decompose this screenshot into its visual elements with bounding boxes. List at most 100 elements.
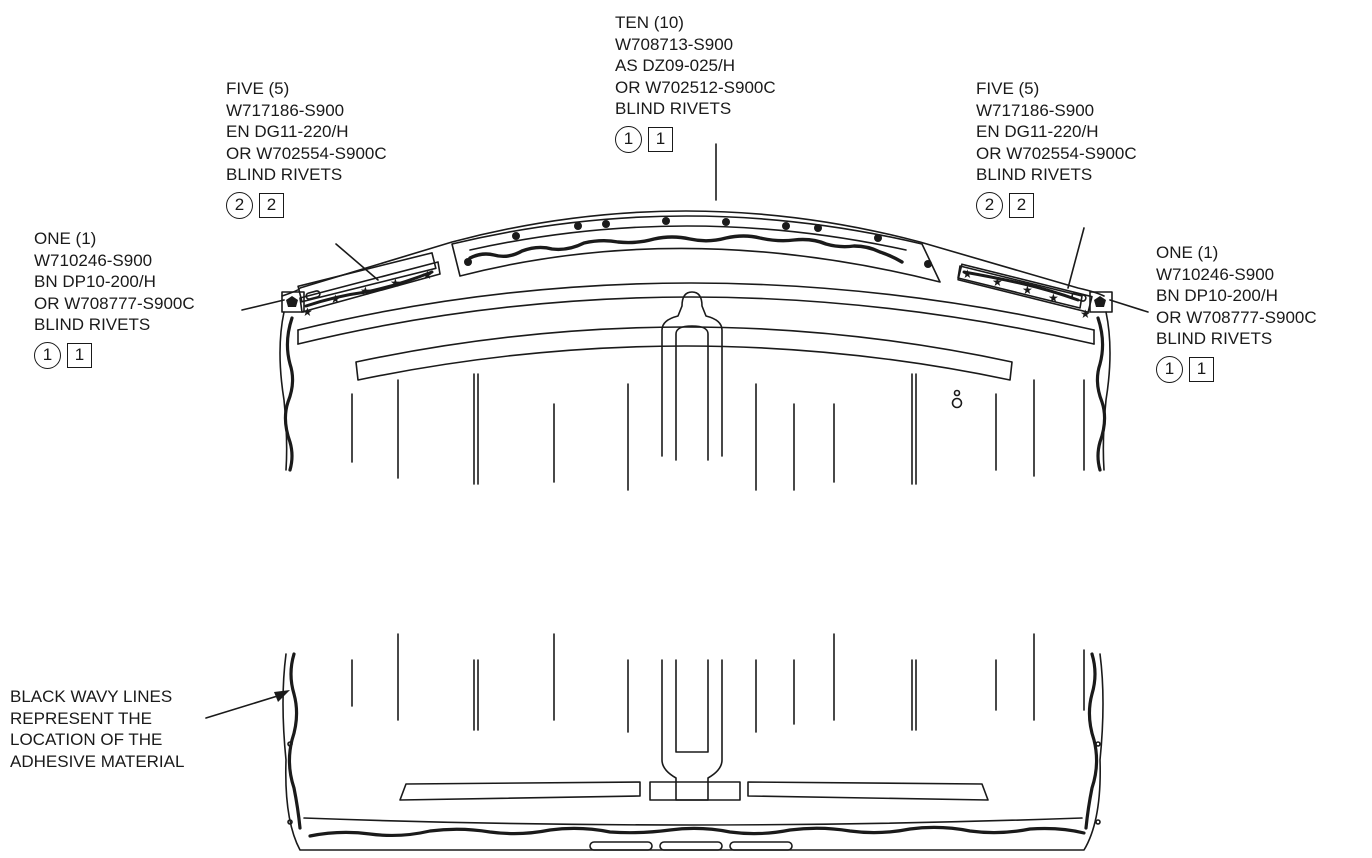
square-reference: 1 [648, 126, 673, 152]
callout-upper-right: FIVE (5) W717186-S900 EN DG11-220/H OR W… [976, 78, 1137, 219]
callout-left: ONE (1) W710246-S900 BN DP10-200/H OR W7… [34, 228, 195, 369]
svg-text:★: ★ [302, 305, 313, 319]
leader-upper-left [335, 243, 379, 281]
square-reference: 2 [1009, 192, 1034, 218]
reference-marks: 1 1 [34, 341, 195, 369]
roof-front-inner-edge [297, 282, 1095, 331]
right-edge-lower-adhesive [1084, 652, 1099, 830]
callout-line: OR W702554-S900C [976, 143, 1137, 163]
left-edge-upper [279, 311, 288, 471]
svg-text:★: ★ [330, 292, 341, 306]
callout-line: EN DG11-220/H [976, 122, 1099, 141]
rear-slot-3 [729, 841, 793, 851]
svg-text:★: ★ [360, 284, 371, 298]
callout-line: BLIND RIVETS [34, 315, 151, 334]
roof-bow-channel [355, 326, 1013, 381]
callout-line: OR W708777-S900C [34, 293, 195, 313]
upper-rib-lines [351, 373, 1085, 491]
svg-text:★: ★ [962, 267, 973, 281]
left-side-bracket [299, 261, 441, 313]
right-star-rivets: ★ ★ ★ ★ ★ [962, 267, 1091, 321]
reference-marks: 2 2 [976, 191, 1137, 219]
leader-upper-right [1067, 227, 1085, 289]
callout-line: ONE (1) [34, 229, 97, 248]
leader-left [241, 299, 285, 311]
left-side-hole-2 [287, 819, 293, 825]
right-edge-upper [1102, 311, 1111, 471]
callout-line: BLIND RIVETS [976, 165, 1093, 184]
lower-rib-lines [351, 633, 1085, 733]
left-edge-upper-adhesive [283, 316, 295, 472]
square-reference: 1 [67, 342, 92, 368]
center-header-inner [469, 225, 907, 251]
rear-adhesive-wave [308, 825, 1086, 838]
leader-adhesive [205, 693, 285, 719]
reference-marks: 1 1 [1156, 355, 1317, 383]
svg-text:★: ★ [1048, 291, 1059, 305]
svg-text:★: ★ [422, 268, 433, 282]
callout-line: BLIND RIVETS [226, 165, 343, 184]
svg-text:★: ★ [1080, 307, 1091, 321]
circle-reference: 2 [976, 191, 1003, 219]
callout-line: W717186-S900 [976, 100, 1095, 120]
callout-line: OR W702512-S900C [615, 77, 776, 97]
callout-line: LOCATION OF THE [10, 730, 163, 749]
svg-text:★: ★ [390, 276, 401, 290]
small-hole-2 [951, 397, 963, 409]
left-corner-rivet [286, 296, 298, 307]
svg-text:★: ★ [1022, 283, 1033, 297]
left-side-hole-1 [287, 741, 293, 747]
callout-upper-left: FIVE (5) W717186-S900 EN DG11-220/H OR W… [226, 78, 387, 219]
leader-right [1109, 299, 1149, 313]
callout-line: FIVE (5) [976, 79, 1040, 98]
roof-front-inner-edge-2 [297, 296, 1095, 345]
center-rib-lower-inner [675, 659, 709, 753]
circle-reference: 1 [1156, 355, 1183, 383]
reference-marks: 2 2 [226, 191, 387, 219]
left-corner-slot [305, 290, 321, 300]
callout-line: W710246-S900 [34, 250, 153, 270]
callout-line: OR W708777-S900C [1156, 307, 1317, 327]
rear-slot-2 [659, 841, 723, 851]
callout-line: BLIND RIVETS [1156, 329, 1273, 348]
center-header-panel [451, 215, 941, 283]
rear-center-box [649, 781, 741, 801]
center-rib-upper-inner [675, 325, 709, 461]
callout-line: TEN (10) [615, 13, 684, 32]
callout-adhesive-note: BLACK WAVY LINES REPRESENT THE LOCATION … [10, 686, 184, 772]
callout-right: ONE (1) W710246-S900 BN DP10-200/H OR W7… [1156, 242, 1317, 383]
leader-adhesive-arrowhead [274, 690, 290, 702]
callout-line: W717186-S900 [226, 100, 345, 120]
left-star-rivets: ★ ★ ★ ★ ★ [302, 268, 433, 319]
right-corner-rivet [1094, 296, 1106, 307]
right-bracket-outline [957, 263, 1093, 313]
svg-text:★: ★ [992, 275, 1003, 289]
circle-reference: 2 [226, 191, 253, 219]
rear-slot-1 [589, 841, 653, 851]
callout-line: ONE (1) [1156, 243, 1219, 262]
leader-lines [205, 143, 1149, 719]
left-edge-lower-adhesive [287, 652, 302, 830]
callout-line: BN DP10-200/H [34, 272, 156, 291]
rear-left-strip [399, 781, 641, 801]
circle-reference: 1 [615, 125, 642, 153]
small-hole-1 [953, 389, 961, 397]
callout-line: BN DP10-200/H [1156, 286, 1278, 305]
right-edge-upper-adhesive [1095, 316, 1107, 472]
callout-line: REPRESENT THE [10, 708, 153, 728]
center-adhesive-wave [468, 234, 904, 264]
callout-line: ADHESIVE MATERIAL [10, 751, 185, 771]
callout-line: BLACK WAVY LINES [10, 687, 173, 706]
roof-panel-upper [279, 210, 1113, 491]
rear-right-strip [747, 781, 989, 801]
callout-line: BLIND RIVETS [615, 99, 732, 118]
right-side-hole-1 [1095, 741, 1101, 747]
circle-reference: 1 [34, 341, 61, 369]
right-side-hole-2 [1095, 819, 1101, 825]
callout-line: AS DZ09-025/H [615, 56, 735, 75]
rear-inner-edge [303, 817, 1083, 826]
right-side-bracket-adhesive [962, 270, 1080, 302]
center-header-rivets [464, 217, 932, 268]
roof-panel-lower [282, 633, 1104, 851]
